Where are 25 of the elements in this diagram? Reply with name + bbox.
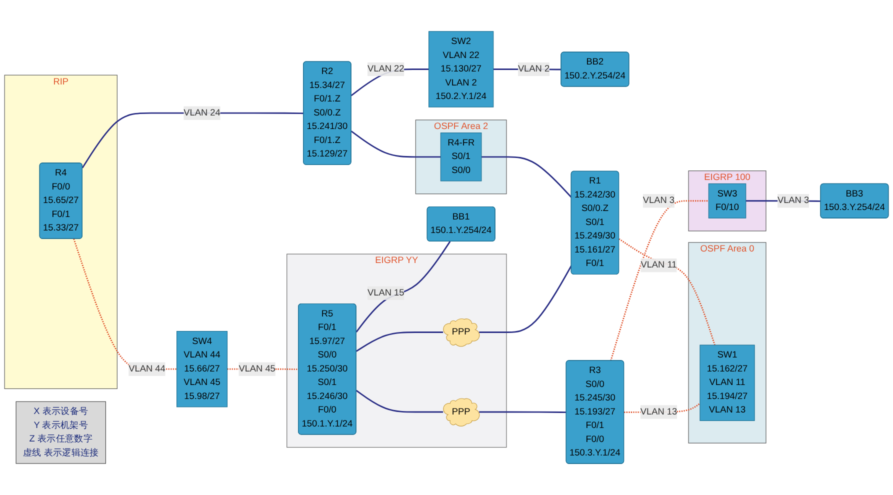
edge-label: VLAN 13 (640, 406, 678, 417)
edge-label: VLAN 11 (640, 260, 677, 270)
edge-label: VLAN 3 (642, 196, 675, 206)
edge-label: VLAN 15 (367, 288, 404, 298)
connector (350, 130, 441, 158)
connector (356, 241, 451, 332)
node-box: SW4 VLAN 44 15.66/27 VLAN 45 15.98/27 (176, 330, 228, 408)
node-box: SW2 VLAN 22 15.130/27 VLAN 2 150.2.Y.1/24 (428, 31, 494, 108)
node-box: SW1 15.162/27 VLAN 11 15.194/27 VLAN 13 (700, 344, 755, 421)
node-box: R4-FR S0/1 S0/0 (440, 132, 482, 182)
node-box: SW3 F0/10 (708, 183, 746, 218)
edge-label: VLAN 44 (128, 364, 166, 374)
edge-label: VLAN 3 (777, 196, 810, 206)
connector (481, 156, 572, 198)
connector (479, 411, 566, 414)
connector (356, 332, 444, 352)
edge-label: VLAN 2 (518, 64, 550, 74)
connector (479, 265, 572, 333)
edge-label: VLAN 45 (238, 364, 276, 374)
connector (610, 200, 709, 361)
connector (618, 238, 716, 346)
connector (356, 390, 444, 413)
node-box: X 表示设备号 Y 表示机架号 Z 表示任意数字 虚线 表示逻辑连接 (16, 401, 106, 464)
edge-label: VLAN 22 (367, 64, 404, 74)
edge-label: VLAN 24 (184, 108, 220, 118)
